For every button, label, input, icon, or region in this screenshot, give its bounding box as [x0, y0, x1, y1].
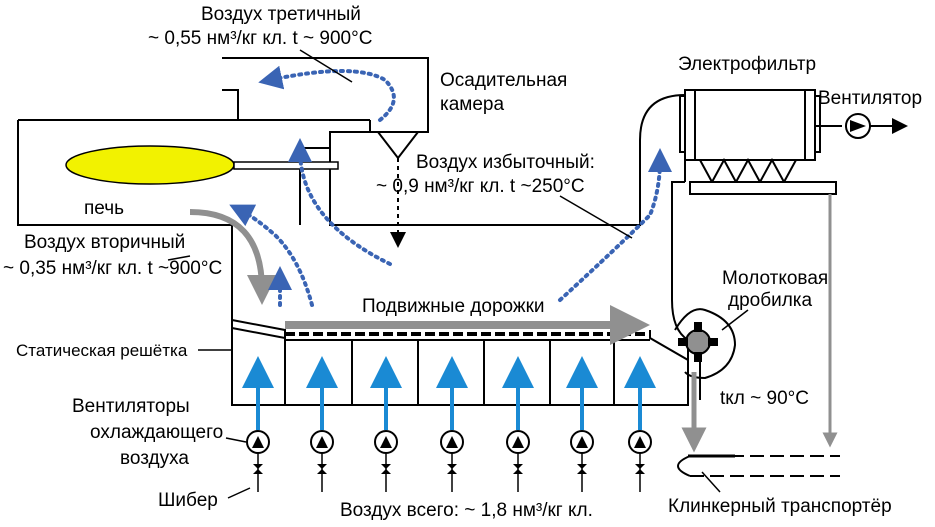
excess-air-spec: ~ 0,9 нм³/кг кл. t ~250°C — [376, 176, 585, 197]
cooling-fans — [246, 430, 652, 492]
fan-label: Вентилятор — [818, 88, 922, 109]
settling-chamber-label: Осадительная — [440, 70, 567, 91]
cooling-fans-label: Вентиляторы — [72, 396, 190, 417]
clinker-conveyor — [677, 454, 840, 477]
clinker-conveyor-label: Клинкерный транспортёр — [668, 496, 892, 517]
cooling-fans-label-2: охлаждающего — [90, 422, 223, 443]
burner-pipe — [233, 161, 339, 170]
leader-lines — [167, 49, 749, 499]
cooling-fan-icon — [246, 430, 270, 492]
clinker-flow-arrows — [189, 194, 838, 453]
electrofilter-label: Электрофильтр — [678, 54, 816, 75]
crusher-housing — [674, 308, 737, 380]
secondary-air-title: Воздух вторичный — [24, 232, 185, 253]
cooling-fan-icon — [628, 430, 652, 492]
settling-chamber-label-2: камера — [440, 94, 504, 115]
kiln-label: печь — [84, 198, 124, 219]
settling-chamber-hopper — [300, 120, 428, 160]
exhaust-fan-icon — [845, 113, 908, 139]
excess-air-duct — [671, 95, 686, 225]
tertiary-air-duct — [222, 57, 429, 133]
secondary-air-spec: ~ 0,35 нм³/кг кл. t ~900°C — [3, 258, 222, 279]
burner-flame — [65, 145, 235, 185]
cooling-fan-icon — [374, 430, 398, 492]
static-grate-label: Статическая решётка — [16, 341, 188, 360]
hammer-crusher-label-2: дробилка — [728, 290, 813, 311]
cooling-fan-icon — [440, 430, 464, 492]
damper-label: Шибер — [158, 490, 218, 511]
tertiary-air-spec: ~ 0,55 нм³/кг кл. t ~ 900°C — [148, 28, 372, 49]
excess-air-title: Воздух избыточный: — [416, 152, 595, 173]
hammer-crusher-rotor — [678, 322, 718, 362]
air-flow-dotted — [229, 65, 672, 307]
cooler-housing — [231, 94, 689, 406]
cooling-fan-icon — [506, 430, 530, 492]
tertiary-air-title: Воздух третичный — [201, 4, 361, 25]
electrofilter-unit — [679, 89, 842, 195]
hammer-crusher-label: Молотковая — [722, 268, 828, 289]
cooling-fan-icon — [570, 430, 594, 492]
clinker-temp-label: tкл ~ 90°C — [720, 388, 809, 409]
cooling-fans-label-3: воздуха — [120, 448, 189, 469]
grate-sections — [231, 319, 650, 405]
cooling-fan-icon — [310, 430, 334, 492]
kiln-shell — [17, 119, 238, 226]
moving-grates-label: Подвижные дорожки — [362, 296, 545, 317]
cooling-air-arrows — [242, 356, 656, 430]
total-air-label: Воздух всего: ~ 1,8 нм³/кг кл. — [340, 500, 593, 521]
